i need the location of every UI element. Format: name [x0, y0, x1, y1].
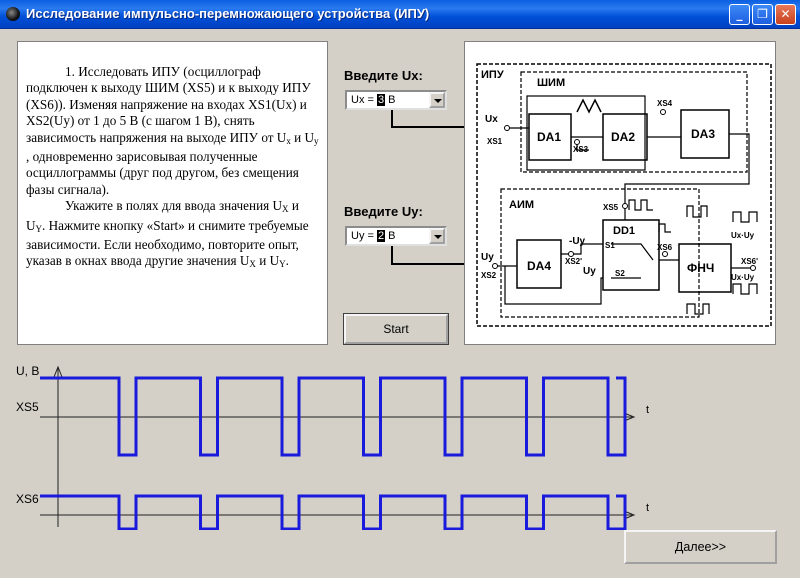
minimize-button[interactable]: _	[729, 4, 750, 25]
xs2-label: XS2	[481, 271, 497, 280]
ipu-label: ИПУ	[481, 69, 504, 81]
xs2-prime-label: XS2'	[565, 257, 582, 266]
xs1-label: XS1	[487, 137, 503, 146]
y-axis-arrow-icon	[53, 365, 63, 378]
uy-unit: В	[385, 230, 396, 242]
uxuy-bottom-label: Ux·Uy	[731, 273, 755, 282]
start-button[interactable]: Start	[343, 313, 449, 345]
aim-label: АИМ	[509, 199, 534, 211]
uy-prefix: Uy =	[351, 230, 377, 242]
uy-select[interactable]: Uy = 2 В	[345, 226, 447, 246]
instructions-panel: 1. Исследовать ИПУ (осциллограф подключе…	[17, 41, 328, 345]
shim-label: ШИМ	[537, 77, 565, 89]
xs3-label: XS3	[573, 145, 589, 154]
uy-node-label: Uy	[481, 252, 494, 263]
da3-label: DA3	[691, 127, 715, 141]
ux-unit: В	[385, 94, 396, 106]
y-axis-label: U, В	[16, 364, 39, 378]
window-title: Исследование импульсно-перемножающего ус…	[26, 6, 430, 21]
s1-label: S1	[605, 241, 615, 250]
fnch-label: ФНЧ	[687, 261, 714, 275]
ux-select[interactable]: Ux = 3 В	[345, 90, 447, 110]
xs6-label: XS6	[657, 243, 673, 252]
schematic-panel: ИПУ ШИМ АИМ Ux XS1 DA1 DA2 DA3 XS3 XS4 X…	[464, 41, 776, 345]
xs4-label: XS4	[657, 99, 673, 108]
uxuy-top-label: Ux·Uy	[731, 231, 755, 240]
xs5-t-label: t	[646, 404, 649, 416]
title-bar: Исследование импульсно-перемножающего ус…	[0, 0, 800, 29]
instructions-paragraph-2: Укажите в полях для ввода значения UX и …	[26, 198, 309, 270]
xs5-waveform	[40, 376, 627, 457]
ux-label: Введите Ux:	[344, 68, 423, 83]
dd1-label: DD1	[613, 225, 635, 237]
xs6-label: XS6	[16, 492, 39, 506]
circuit-diagram: ИПУ ШИМ АИМ Ux XS1 DA1 DA2 DA3 XS3 XS4 X…	[476, 63, 772, 327]
da4-label: DA4	[527, 259, 551, 273]
ux-prefix: Ux =	[351, 94, 377, 106]
uy-dd1-label: Uy	[583, 266, 596, 277]
xs5-label: XS5	[603, 203, 619, 212]
xs5-label: XS5	[16, 400, 39, 414]
neg-uy-label: -Uy	[569, 236, 586, 247]
s2-label: S2	[615, 269, 625, 278]
instructions-paragraph-1: 1. Исследовать ИПУ (осциллограф подключе…	[26, 64, 319, 197]
maximize-button[interactable]: ❐	[752, 4, 773, 25]
waveform-plot: U, В XS5 XS6 t t	[16, 364, 649, 530]
xs6-prime-label: XS6'	[741, 257, 758, 266]
close-button[interactable]: ✕	[775, 4, 796, 25]
ux-dropdown-arrow-icon[interactable]	[429, 92, 445, 108]
uy-label: Введите Uy:	[344, 204, 423, 219]
xs6-waveform	[40, 494, 627, 530]
da2-label: DA2	[611, 130, 635, 144]
app-icon	[6, 7, 20, 21]
ux-value: 3	[376, 94, 386, 106]
uy-value: 2	[376, 230, 386, 242]
xs6-t-label: t	[646, 502, 649, 514]
next-button[interactable]: Далее>>	[624, 530, 777, 564]
xs5-time-arrow-icon	[623, 412, 636, 422]
uy-dropdown-arrow-icon[interactable]	[429, 228, 445, 244]
ux-node-label: Ux	[485, 114, 498, 125]
xs6-time-arrow-icon	[623, 510, 636, 520]
da1-label: DA1	[537, 130, 561, 144]
